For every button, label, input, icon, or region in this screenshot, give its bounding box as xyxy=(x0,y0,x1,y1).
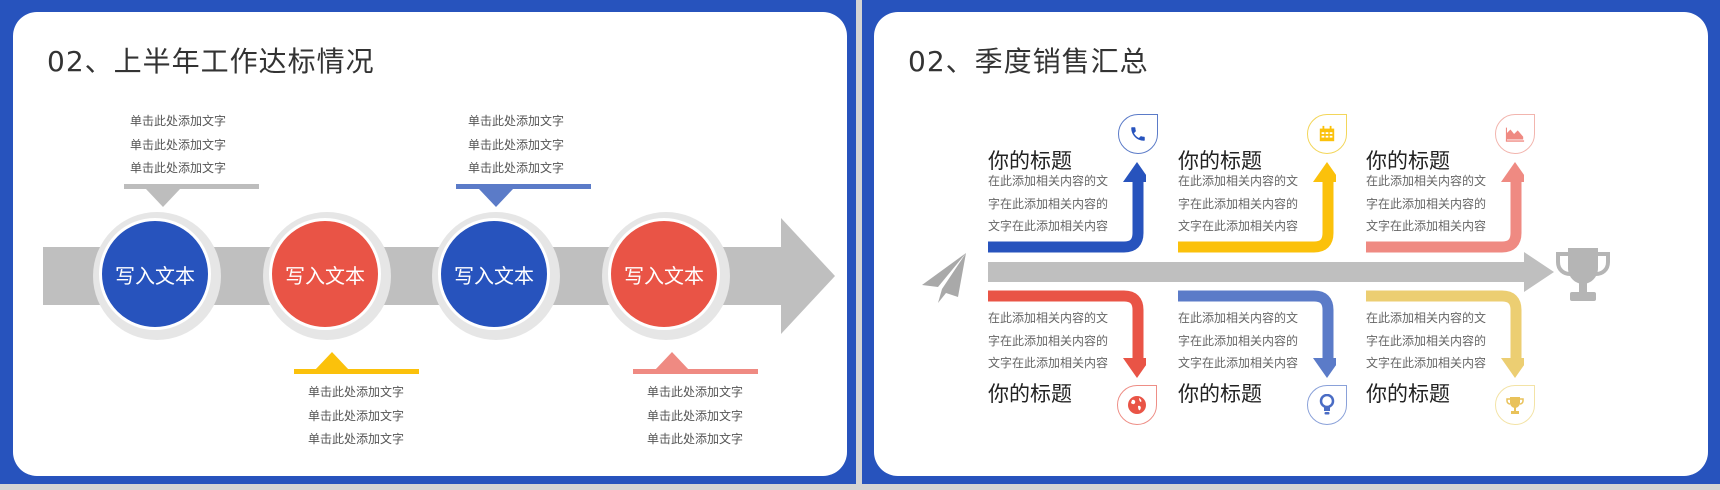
bottom-arrow-3 xyxy=(1366,290,1524,378)
step-circle-1[interactable]: 写入文本 xyxy=(93,212,221,340)
main-arrow-head xyxy=(1524,252,1554,292)
top-arrow-1 xyxy=(988,162,1146,253)
timeline-arrow-head xyxy=(781,218,835,334)
callout-2-bar xyxy=(294,369,419,374)
body-line: 字在此添加相关内容的 xyxy=(1366,196,1487,211)
body-line: 文字在此添加相关内容 xyxy=(1366,219,1487,233)
top-item-3-title: 你的标题 xyxy=(1366,149,1450,173)
area-chart-icon xyxy=(1505,127,1525,142)
body-line: 在此添加相关内容的文 xyxy=(1178,174,1299,188)
body-line: 在此添加相关内容的文 xyxy=(1366,311,1487,325)
main-arrow-bar xyxy=(988,262,1526,282)
slide-right-frame: 02、季度销售汇总 你的标题 在此添加相关内容的文 字在此添加相关内容 xyxy=(862,0,1720,484)
body-line: 在此添加相关内容的文 xyxy=(1178,311,1299,325)
globe-icon xyxy=(1128,396,1146,414)
callout-2-pointer xyxy=(315,352,349,370)
callout-line: 单击此处添加文字 xyxy=(129,137,226,152)
top-arrow-3 xyxy=(1366,162,1524,253)
body-line: 字在此添加相关内容的 xyxy=(988,333,1109,348)
callout-4-pointer xyxy=(655,352,689,370)
bottom-icon-2[interactable] xyxy=(1307,385,1347,425)
phone-icon xyxy=(1131,127,1145,141)
step-circle-label: 写入文本 xyxy=(438,218,550,330)
slide-left-title: 02、上半年工作达标情况 xyxy=(47,45,375,78)
callout-3-text[interactable]: 单击此处添加文字 单击此处添加文字 单击此处添加文字 xyxy=(451,110,581,181)
body-line: 文字在此添加相关内容 xyxy=(1366,356,1487,370)
bottom-item-1-title: 你的标题 xyxy=(988,382,1072,406)
bottom-item-2-title: 你的标题 xyxy=(1178,382,1262,406)
step-circle-label: 写入文本 xyxy=(99,218,211,330)
callout-line: 单击此处添加文字 xyxy=(307,408,404,423)
slide-right-card: 02、季度销售汇总 你的标题 在此添加相关内容的文 字在此添加相关内容 xyxy=(874,12,1708,476)
step-circle-3[interactable]: 写入文本 xyxy=(432,212,560,340)
top-icon-3[interactable] xyxy=(1495,114,1535,154)
bottom-arrow-2 xyxy=(1178,290,1336,378)
callout-line: 单击此处添加文字 xyxy=(646,408,743,423)
slide-right-title: 02、季度销售汇总 xyxy=(908,45,1149,78)
body-line: 在此添加相关内容的文 xyxy=(988,174,1109,188)
callout-line: 单击此处添加文字 xyxy=(129,114,226,128)
callout-1-text[interactable]: 单击此处添加文字 单击此处添加文字 单击此处添加文字 xyxy=(113,110,243,181)
callout-2-text[interactable]: 单击此处添加文字 单击此处添加文字 单击此处添加文字 xyxy=(291,381,421,452)
bottom-icon-3[interactable] xyxy=(1495,385,1535,425)
body-line: 在此添加相关内容的文 xyxy=(988,311,1109,325)
step-circle-4[interactable]: 写入文本 xyxy=(602,212,730,340)
body-line: 字在此添加相关内容的 xyxy=(1178,333,1299,348)
calendar-icon xyxy=(1319,125,1335,142)
callout-line: 单击此处添加文字 xyxy=(467,137,564,152)
callout-1-pointer xyxy=(146,189,180,207)
top-arrow-2 xyxy=(1178,162,1336,253)
callout-line: 单击此处添加文字 xyxy=(646,432,743,446)
top-item-2-body: 在此添加相关内容的文 字在此添加相关内容的 文字在此添加相关内容 xyxy=(1178,170,1310,238)
body-line: 文字在此添加相关内容 xyxy=(1178,356,1299,370)
bottom-item-3-title: 你的标题 xyxy=(1366,382,1450,406)
callout-line: 单击此处添加文字 xyxy=(467,161,564,175)
body-line: 文字在此添加相关内容 xyxy=(988,356,1109,370)
callout-4-bar xyxy=(633,369,758,374)
top-item-1-body: 在此添加相关内容的文 字在此添加相关内容的 文字在此添加相关内容 xyxy=(988,170,1120,238)
trophy-icon xyxy=(1556,248,1610,301)
bottom-item-1-body: 在此添加相关内容的文 字在此添加相关内容的 文字在此添加相关内容 xyxy=(988,307,1120,375)
top-item-2-title: 你的标题 xyxy=(1178,149,1262,173)
bottom-arrow-1 xyxy=(988,290,1146,378)
top-icon-1[interactable] xyxy=(1118,114,1158,154)
slide-left-card: 02、上半年工作达标情况 写入文本 写入文本 写入文本 写入文本 单击此处添加文… xyxy=(13,12,847,476)
callout-line: 单击此处添加文字 xyxy=(646,385,743,399)
top-icon-2[interactable] xyxy=(1307,114,1347,154)
callout-1-bar xyxy=(124,184,259,189)
bottom-item-3-body: 在此添加相关内容的文 字在此添加相关内容的 文字在此添加相关内容 xyxy=(1366,307,1498,375)
body-line: 字在此添加相关内容的 xyxy=(988,196,1109,211)
top-item-3-body: 在此添加相关内容的文 字在此添加相关内容的 文字在此添加相关内容 xyxy=(1366,170,1498,238)
step-circle-2[interactable]: 写入文本 xyxy=(263,212,391,340)
callout-line: 单击此处添加文字 xyxy=(467,114,564,128)
callout-4-text[interactable]: 单击此处添加文字 单击此处添加文字 单击此处添加文字 xyxy=(630,381,760,452)
body-line: 在此添加相关内容的文 xyxy=(1366,174,1487,188)
step-circle-label: 写入文本 xyxy=(269,218,381,330)
body-line: 字在此添加相关内容的 xyxy=(1366,333,1487,348)
body-line: 文字在此添加相关内容 xyxy=(1178,219,1299,233)
top-item-1-title: 你的标题 xyxy=(988,149,1072,173)
bottom-icon-1[interactable] xyxy=(1117,385,1157,425)
callout-line: 单击此处添加文字 xyxy=(307,385,404,399)
trophy-small-icon xyxy=(1506,397,1524,414)
body-line: 字在此添加相关内容的 xyxy=(1178,196,1299,211)
callout-line: 单击此处添加文字 xyxy=(129,161,226,175)
body-line: 文字在此添加相关内容 xyxy=(988,219,1109,233)
lightbulb-icon xyxy=(1319,394,1335,415)
callout-3-bar xyxy=(456,184,591,189)
bottom-item-2-body: 在此添加相关内容的文 字在此添加相关内容的 文字在此添加相关内容 xyxy=(1178,307,1310,375)
callout-line: 单击此处添加文字 xyxy=(307,432,404,446)
paper-plane-icon xyxy=(922,253,966,303)
step-circle-label: 写入文本 xyxy=(608,218,720,330)
callout-3-pointer xyxy=(479,189,513,207)
slide-left-frame: 02、上半年工作达标情况 写入文本 写入文本 写入文本 写入文本 单击此处添加文… xyxy=(0,0,856,484)
